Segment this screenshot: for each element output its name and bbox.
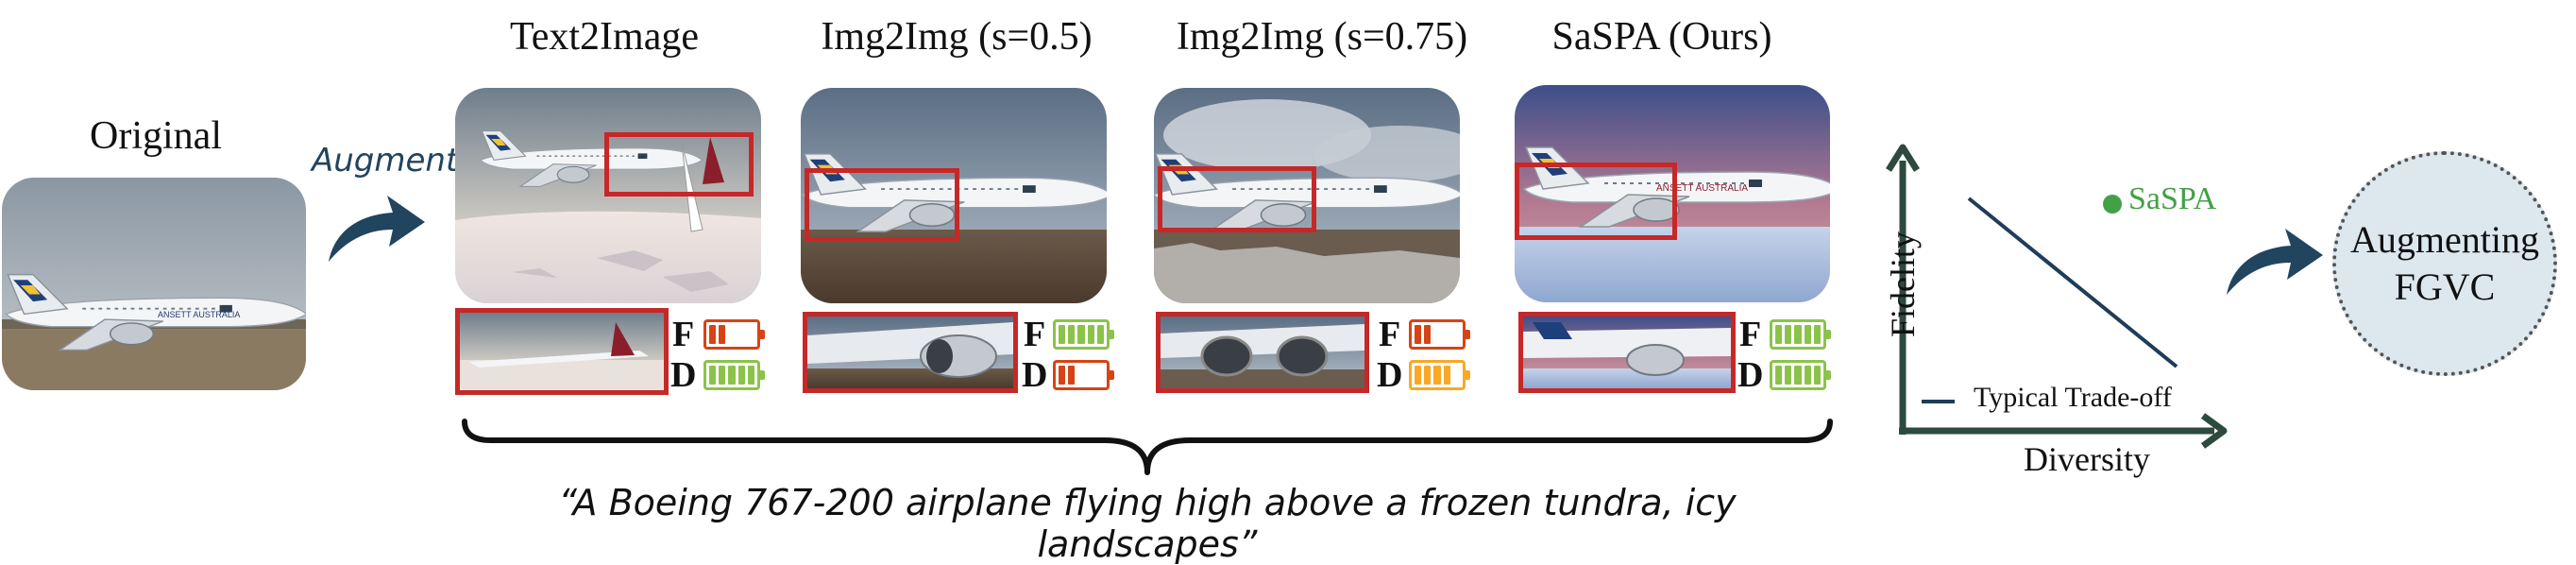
method-title-img2img-05: Img2Img (s=0.5) <box>821 15 1093 59</box>
saspa-point <box>2103 195 2122 214</box>
battery-cell <box>1087 325 1094 344</box>
battery-icon <box>1053 319 1114 350</box>
battery-cell <box>1088 366 1094 385</box>
battery-cell <box>709 325 717 344</box>
original-image: ANSETT AUSTRALIA <box>2 178 306 390</box>
fidelity-letter-4: F <box>1739 315 1762 354</box>
battery-cell <box>719 366 726 385</box>
output-label-line1: Augmenting <box>2350 218 2539 261</box>
diversity-letter-2: D <box>1022 355 1048 395</box>
img2img-075-crop-region <box>1158 166 1316 232</box>
fidelity-letter-3: F <box>1379 315 1401 354</box>
img2img-075-crop <box>1156 312 1369 393</box>
y-axis-arrowhead <box>1886 144 1920 172</box>
battery-cell <box>1059 366 1066 385</box>
battery-cell <box>1433 325 1440 344</box>
fidelity-letter-1: F <box>672 315 695 354</box>
augment-arrow-icon <box>329 196 425 262</box>
battery-cell <box>1424 366 1432 385</box>
method-title-saspa: SaSPA (Ours) <box>1551 15 1772 59</box>
battery-cell <box>719 325 726 344</box>
battery-cell <box>1444 325 1450 344</box>
battery-cell <box>1097 366 1104 385</box>
diversity-letter-1: D <box>670 355 697 395</box>
diversity-letter-3: D <box>1377 355 1403 395</box>
battery-cell <box>1813 366 1822 385</box>
curly-brace <box>462 419 1833 475</box>
battery-cell <box>1415 366 1422 385</box>
battery-cell <box>748 325 754 344</box>
battery-icon <box>1053 360 1114 390</box>
y-axis-label: Fidelity <box>1884 231 1922 338</box>
svg-text:ANSETT AUSTRALIA: ANSETT AUSTRALIA <box>158 310 240 319</box>
text2image-crop-region <box>604 132 754 197</box>
battery-cell <box>1813 325 1822 344</box>
battery-cell <box>1096 325 1105 344</box>
battery-icon <box>1409 360 1470 390</box>
img2img-05-image <box>801 88 1107 303</box>
tradeoff-line <box>1967 197 2178 368</box>
battery-cell <box>1453 325 1460 344</box>
battery-cell <box>747 366 755 385</box>
svg-text:ANSETT AUSTRALIA: ANSETT AUSTRALIA <box>1656 183 1748 194</box>
battery-icon <box>1770 319 1831 350</box>
prompt-text: “A Boeing 767-200 airplane flying high a… <box>558 482 1737 565</box>
battery-cell <box>1785 366 1792 385</box>
battery-cell <box>1804 366 1811 385</box>
battery-icon <box>703 360 765 390</box>
battery-cell <box>1077 325 1085 344</box>
saspa-point-label: SaSPA <box>2128 181 2217 216</box>
method-title-img2img-075: Img2Img (s=0.75) <box>1176 15 1468 59</box>
battery-cell <box>1059 325 1066 344</box>
saspa-crop-region <box>1515 163 1677 240</box>
battery-cell <box>1443 366 1450 385</box>
battery-icon <box>1770 360 1831 390</box>
battery-cell <box>1424 325 1432 344</box>
text2image-crop <box>455 308 669 395</box>
battery-cell <box>728 325 735 344</box>
saspa-crop <box>1518 312 1736 393</box>
battery-cell <box>1794 325 1802 344</box>
battery-cell <box>1068 325 1076 344</box>
output-arrow-icon <box>2227 229 2323 295</box>
legend-label: Typical Trade-off <box>1974 382 2172 413</box>
battery-icon <box>703 319 765 350</box>
battery-cell <box>728 366 736 385</box>
battery-cell <box>1775 325 1783 344</box>
img2img-05-crop-region <box>805 168 959 242</box>
battery-cell <box>1077 366 1084 385</box>
battery-icon <box>1409 319 1470 350</box>
tradeoff-plot <box>1886 144 2228 449</box>
diversity-letter-4: D <box>1737 355 1764 395</box>
fidelity-letter-2: F <box>1024 315 1046 354</box>
battery-cell <box>1785 325 1792 344</box>
battery-cell <box>1415 325 1422 344</box>
battery-cell <box>1453 366 1460 385</box>
output-circle: Augmenting FGVC <box>2332 151 2557 376</box>
battery-cell <box>1433 366 1441 385</box>
battery-cell <box>1068 366 1076 385</box>
x-axis-label: Diversity <box>2024 440 2150 478</box>
output-label-line2: FGVC <box>2394 265 2496 308</box>
img2img-05-crop <box>803 312 1018 393</box>
augment-label: Augment <box>312 142 459 180</box>
battery-cell <box>709 366 717 385</box>
method-title-text2image: Text2Image <box>510 15 699 59</box>
original-label: Original <box>90 114 222 158</box>
x-axis-arrowhead <box>2200 413 2228 449</box>
battery-cell <box>1804 325 1811 344</box>
battery-cell <box>738 325 745 344</box>
battery-cell <box>1775 366 1783 385</box>
img2img-075-image <box>1154 88 1460 303</box>
battery-cell <box>1794 366 1802 385</box>
battery-cell <box>737 366 745 385</box>
